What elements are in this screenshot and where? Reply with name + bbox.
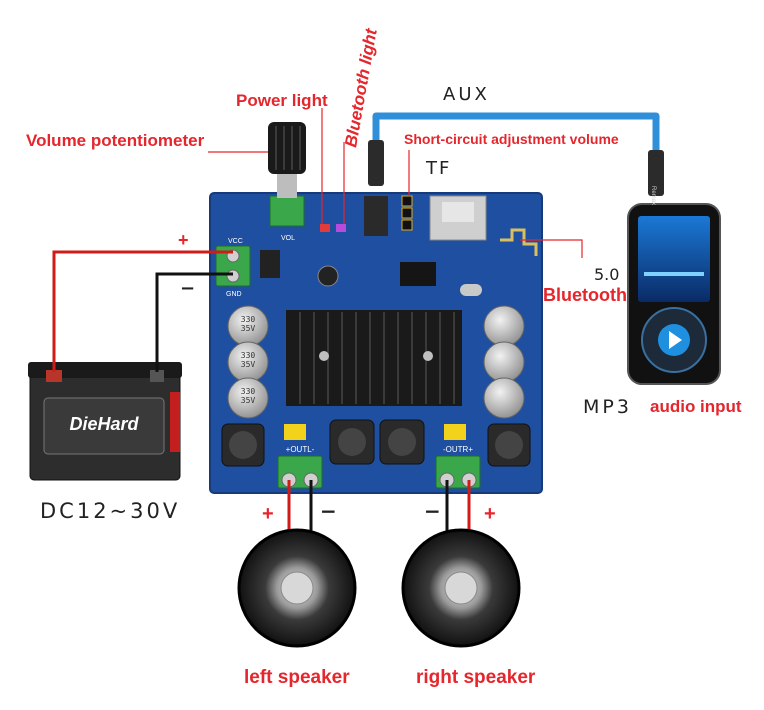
label-aux: AUX [443,84,490,105]
cap-label: 35V [241,396,256,405]
vcc-label: VCC [228,238,243,245]
sign-right-plus: + [484,503,496,525]
heatsink [286,310,462,406]
aux-jack [364,196,388,236]
sign-power-plus: + [178,230,189,250]
right-speaker [401,528,521,648]
label-power-light: Power light [236,91,328,110]
label-bt-version: 5.0 [594,265,619,284]
jumper-left [284,424,306,440]
battery-terminal-pos [46,370,62,382]
aux-plug-player [648,150,664,196]
cap-label: 330 [241,387,256,396]
label-dc: DC12~30V [40,499,180,523]
amplifier-board: 330 35V 330 35V 330 35V +OUTL- -O [209,122,543,494]
battery-brand: DieHard [69,414,139,434]
crystal [460,284,482,296]
pin-header [401,195,413,231]
cap-label: 330 [241,315,256,324]
power-led [320,224,330,232]
aux-cable [372,112,660,180]
heatsink-screw [319,351,329,361]
battery: DieHard [28,362,182,481]
pot-knob [268,122,306,174]
play-icon [669,331,682,349]
label-left-speaker: left speaker [244,667,350,688]
terminal-power [215,245,251,287]
diode [260,250,280,278]
main-chip [400,262,436,286]
label-volume-pot: Volume potentiometer [26,131,205,150]
mp3-player [627,203,721,385]
outr-label: -OUTR+ [443,445,473,454]
label-tf: TF [425,158,451,179]
heatsink-screw [423,351,433,361]
sign-power-minus: − [180,278,195,299]
sign-right-minus: − [424,499,441,523]
wire-power-positive [52,250,233,372]
cap-label: 330 [241,351,256,360]
label-short-circuit: Short-circuit adjustment volume [404,131,619,147]
gnd-label: GND [226,291,242,298]
jumper-right [444,424,466,440]
cap-label: 35V [241,324,256,333]
battery-terminal-neg [150,370,164,382]
label-bluetooth: Bluetooth [543,285,627,305]
bluetooth-led [336,224,346,232]
sign-left-plus: + [262,503,274,525]
label-mp3: MP3 [583,396,632,418]
player-screen [638,216,710,302]
cap-label: 35V [241,360,256,369]
vol-label: VOL [281,235,295,242]
wire-power-negative [155,272,233,372]
battery-top [28,362,182,378]
sign-left-minus: − [320,499,337,523]
leader-bluetooth [520,239,583,258]
pot-shaft [277,172,297,198]
label-right-speaker: right speaker [416,667,536,688]
capacitors-left [227,305,269,419]
leader-lines [208,108,583,258]
player-brand: Remax [650,186,656,205]
battery-label-band [43,397,165,455]
capacitors-right [483,305,525,419]
aux-plug-board [368,140,384,186]
small-cap [317,265,339,287]
label-audio-input: audio input [650,397,742,416]
bt-antenna [500,228,538,256]
left-speaker [237,528,357,648]
outl-label: +OUTL- [286,445,315,454]
pot-base [269,195,305,227]
